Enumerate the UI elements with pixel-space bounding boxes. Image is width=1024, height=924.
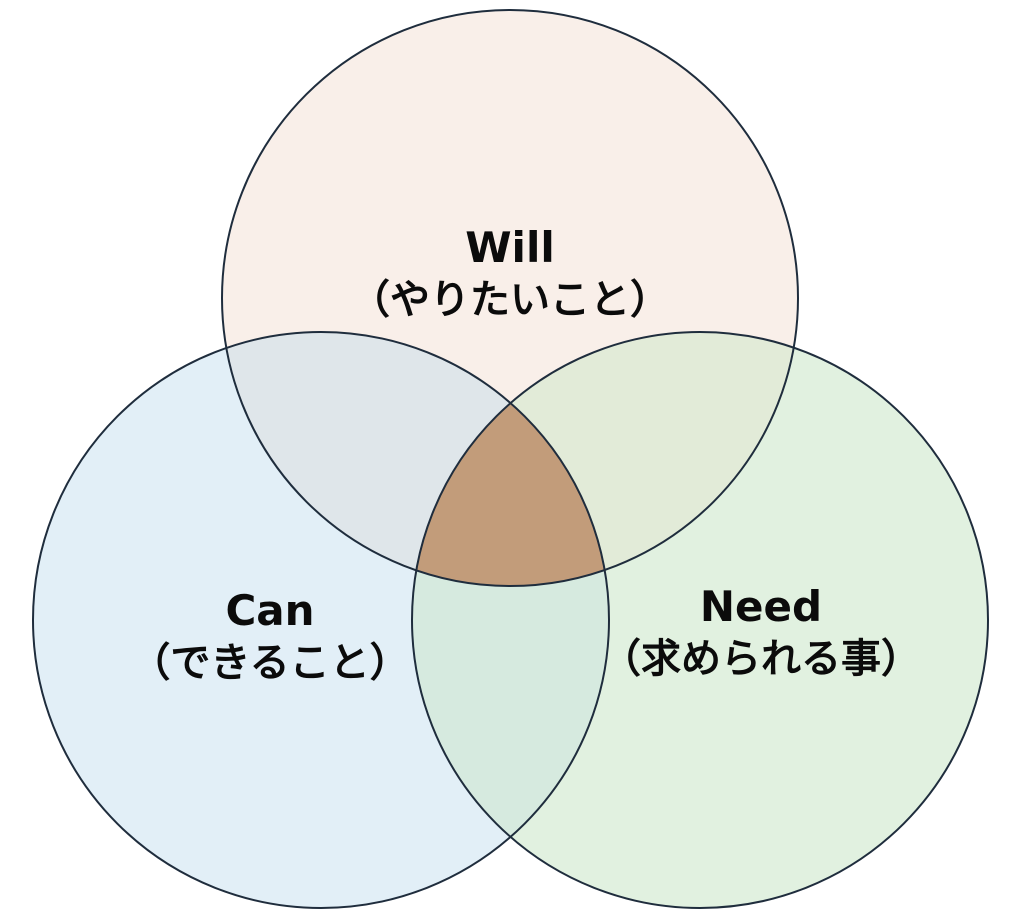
circle-can-outline	[32, 331, 610, 909]
will-title: Will	[465, 223, 555, 272]
can-title: Can	[225, 586, 314, 635]
need-subtitle: （求められる事）	[601, 636, 921, 682]
need-title: Need	[700, 582, 822, 631]
overlap-center	[412, 332, 609, 586]
circle-need-outline	[411, 331, 989, 909]
will-subtitle: （やりたいこと）	[350, 277, 670, 323]
can-subtitle: （できること）	[130, 640, 409, 686]
circle-will-outline	[221, 9, 799, 587]
